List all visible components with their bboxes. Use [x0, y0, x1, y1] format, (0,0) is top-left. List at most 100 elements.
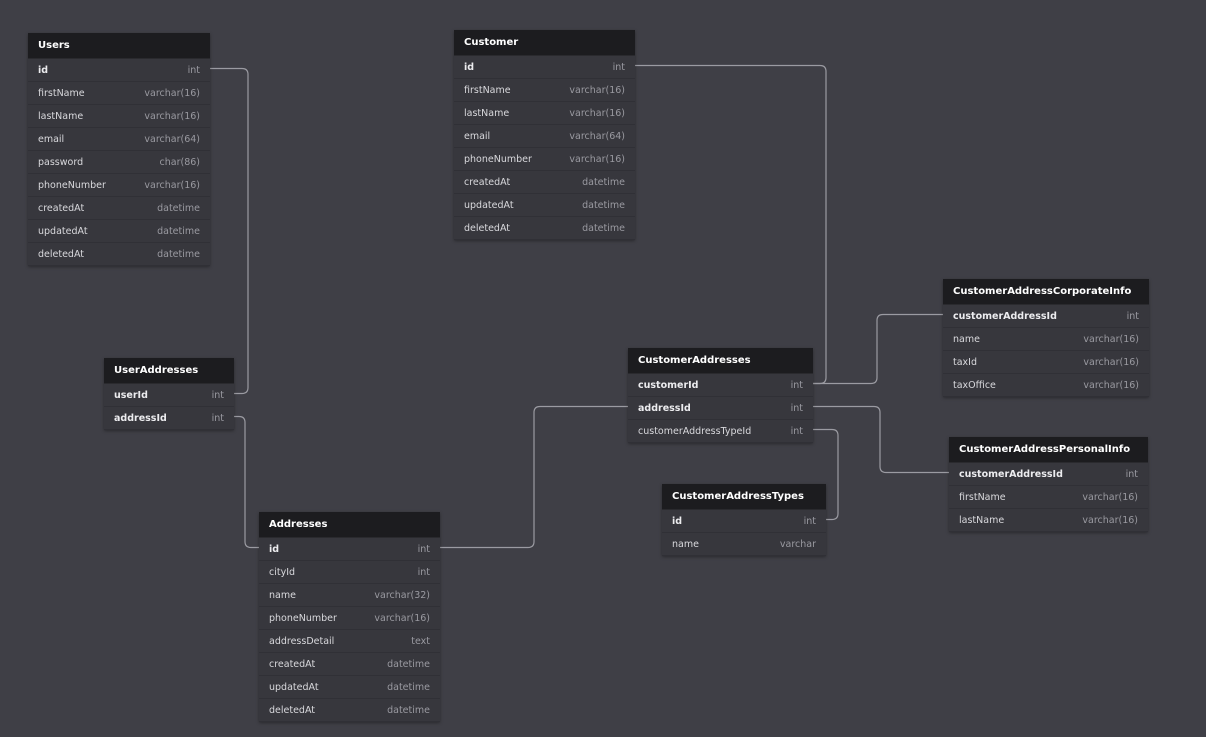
relation-line[interactable] [813, 313, 943, 385]
column-row[interactable]: taxOffice varchar(16) [943, 374, 1149, 397]
column-type: datetime [582, 222, 625, 234]
relation-line[interactable] [234, 415, 259, 549]
column-type: int [187, 64, 200, 76]
column-name: taxOffice [953, 379, 996, 391]
column-row[interactable]: updatedAt datetime [259, 676, 440, 699]
column-row[interactable]: userId int [104, 384, 234, 407]
column-row[interactable]: addressId int [628, 397, 813, 420]
column-type: varchar(64) [144, 133, 200, 145]
column-name: email [464, 130, 491, 142]
relation-line[interactable] [635, 64, 827, 385]
column-row[interactable]: name varchar(16) [943, 328, 1149, 351]
column-type: int [1126, 310, 1139, 322]
column-name: updatedAt [38, 225, 88, 237]
column-type: varchar(16) [1082, 491, 1138, 503]
table-title[interactable]: Customer [454, 30, 635, 56]
table-title[interactable]: Users [28, 33, 210, 59]
column-name: deletedAt [38, 248, 85, 260]
column-type: varchar(16) [1083, 379, 1139, 391]
column-name: phoneNumber [269, 612, 337, 624]
column-name: userId [114, 389, 148, 401]
column-row[interactable]: firstName varchar(16) [454, 79, 635, 102]
column-name: lastName [38, 110, 84, 122]
column-name: firstName [38, 87, 85, 99]
column-name: customerAddressId [959, 468, 1063, 480]
column-name: deletedAt [269, 704, 316, 716]
column-row[interactable]: deletedAt datetime [28, 243, 210, 266]
table-title[interactable]: CustomerAddresses [628, 348, 813, 374]
column-name: customerAddressTypeId [638, 425, 752, 437]
column-type: int [211, 389, 224, 401]
column-row[interactable]: email varchar(64) [454, 125, 635, 148]
column-type: text [411, 635, 430, 647]
column-type: int [211, 412, 224, 424]
table-title[interactable]: CustomerAddressPersonalInfo [949, 437, 1148, 463]
column-type: datetime [387, 681, 430, 693]
table-title[interactable]: CustomerAddressCorporateInfo [943, 279, 1149, 305]
column-type: varchar(16) [144, 87, 200, 99]
column-type: int [612, 61, 625, 73]
column-name: name [672, 538, 699, 550]
table-title[interactable]: UserAddresses [104, 358, 234, 384]
column-name: lastName [464, 107, 510, 119]
column-row[interactable]: firstName varchar(16) [28, 82, 210, 105]
table-title[interactable]: CustomerAddressTypes [662, 484, 826, 510]
column-name: updatedAt [269, 681, 319, 693]
column-row[interactable]: deletedAt datetime [259, 699, 440, 722]
column-type: varchar(16) [1083, 356, 1139, 368]
column-type: int [790, 402, 803, 414]
relation-line[interactable] [440, 405, 628, 549]
table-title[interactable]: Addresses [259, 512, 440, 538]
column-name: firstName [464, 84, 511, 96]
relation-line[interactable] [210, 67, 249, 395]
column-type: datetime [157, 248, 200, 260]
column-name: addressId [638, 402, 691, 414]
column-name: name [953, 333, 980, 345]
column-type: varchar(64) [569, 130, 625, 142]
column-name: customerId [638, 379, 699, 391]
column-type: datetime [387, 704, 430, 716]
column-type: varchar(16) [1083, 333, 1139, 345]
column-type: varchar(16) [569, 84, 625, 96]
relation-line[interactable] [813, 405, 949, 474]
column-name: lastName [959, 514, 1005, 526]
